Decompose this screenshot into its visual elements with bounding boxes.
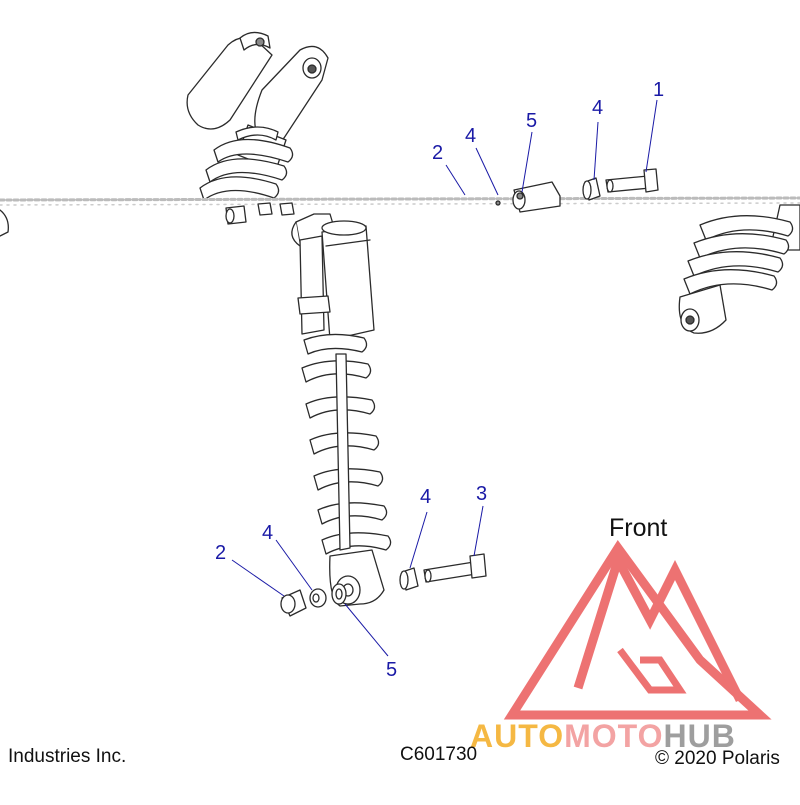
footer-copyright: © 2020 Polaris <box>655 748 780 769</box>
callout-upper-4b: 4 <box>592 97 604 119</box>
front-label: Front <box>609 514 668 542</box>
watermark-text-hub: HUB <box>663 718 736 754</box>
callout-leader-lines <box>231 99 658 657</box>
upper-left-shock-absorber <box>186 31 329 201</box>
lower-washer <box>331 583 347 605</box>
callout-upper-1: 1 <box>653 79 665 101</box>
lower-bolt <box>423 553 487 583</box>
upper-spacer <box>582 177 601 201</box>
callout-lower-5: 5 <box>386 659 398 681</box>
callout-lower-4a: 4 <box>262 522 274 544</box>
watermark-text-auto: AUTO <box>470 718 565 754</box>
right-partial-shock-absorber <box>678 204 800 334</box>
watermark-logo <box>503 540 772 720</box>
callout-lower-2: 2 <box>215 542 227 564</box>
lower-bushing <box>280 589 307 617</box>
callout-lower-4b: 4 <box>420 486 432 508</box>
watermark-text: AUTOMOTOHUB <box>470 718 736 754</box>
callout-upper-2: 2 <box>432 142 444 164</box>
footer-drawing-number: C601730 <box>400 744 478 765</box>
lower-spacer-left <box>309 588 327 608</box>
callout-upper-5: 5 <box>526 110 538 132</box>
watermark-text-moto: MOTO <box>564 718 664 754</box>
main-shock-absorber <box>291 213 392 607</box>
footer-company: Industries Inc. <box>8 746 127 767</box>
lower-spacer-right <box>399 567 419 591</box>
left-band-small-parts <box>225 202 295 225</box>
upper-bolt <box>605 168 659 193</box>
callout-lower-3: 3 <box>476 483 488 505</box>
callout-upper-4a: 4 <box>465 125 477 147</box>
